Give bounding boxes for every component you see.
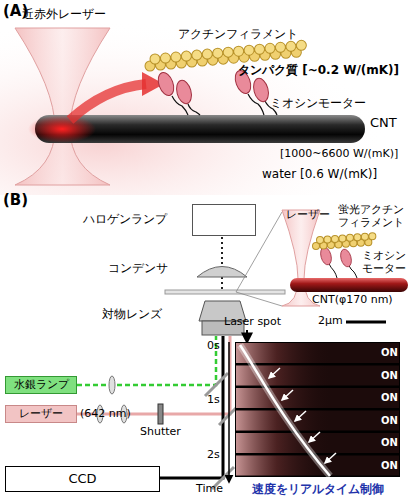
laser-spot-arrow — [246, 330, 248, 342]
kymograph — [235, 342, 400, 477]
scale-bar — [346, 321, 386, 324]
text-label: CNT(φ170 nm) — [312, 294, 393, 307]
inset-myosin-legs — [328, 262, 357, 278]
zoom-line — [236, 292, 282, 306]
text-label: レーザー — [286, 209, 330, 222]
halogen-path — [221, 237, 223, 292]
text-label: 1s — [207, 394, 220, 407]
time-axis — [228, 342, 230, 482]
text-label: 蛍光アクチン フィラメント — [338, 204, 408, 229]
text-label: ON — [381, 370, 398, 382]
filament-track-glow — [240, 345, 330, 476]
text-label: ミオシンモーター — [270, 97, 366, 111]
text-label: ON — [381, 415, 398, 427]
lamp-box: ハロゲンランプ — [192, 204, 256, 236]
lamp-box: 水銀ランプ — [5, 376, 77, 394]
laser-haze — [0, 20, 410, 195]
box-text: 水銀ランプ — [6, 379, 76, 392]
text-label: ミオシン モーター — [362, 250, 410, 275]
text-label: アクチンフィラメント — [178, 28, 298, 42]
box-text: レーザー — [6, 408, 76, 421]
text-label: ON — [381, 437, 398, 449]
condenser-lens — [197, 267, 247, 278]
box-text: CCD — [6, 472, 159, 487]
text-label: 2μm — [318, 315, 343, 328]
text-label: ON — [381, 347, 398, 359]
sample-slide — [165, 290, 285, 294]
text-label: 速度をリアルタイム制御 — [252, 483, 384, 497]
filament-track — [240, 345, 330, 476]
text-label: Time — [196, 483, 223, 496]
track-arrows — [269, 368, 336, 463]
laser-path — [77, 336, 230, 414]
box-text: (642 nm) — [80, 408, 131, 421]
text-label: Laser spot — [224, 316, 281, 329]
heat-arrow — [70, 84, 146, 120]
text-label: ON — [381, 392, 398, 404]
text-label: タンパク質 [~0.2 W/(mK)] — [238, 64, 399, 78]
laser-box: レーザー(642 nm) — [5, 405, 77, 423]
lens — [109, 376, 115, 394]
text-label: [1000~6600 W/(mK)] — [280, 148, 398, 161]
text-label: コンデンサ — [108, 262, 168, 276]
heat-spot — [28, 115, 96, 143]
inset-cnt — [290, 278, 408, 292]
camera-path — [160, 336, 223, 478]
text-label: ON — [381, 460, 398, 472]
text-label: 2s — [207, 449, 220, 462]
text-label: 対物レンズ — [102, 308, 162, 322]
text-label: CNT — [370, 116, 397, 131]
text-label: 0s — [207, 340, 220, 353]
text-label: Shutter — [140, 426, 181, 439]
dichroic-mirror — [205, 373, 228, 396]
shutter-symbol — [158, 404, 163, 424]
text-label: 近赤外レーザー — [22, 8, 106, 22]
actin-filament — [150, 45, 305, 66]
text-label: water [0.6 W/(mK)] — [262, 168, 377, 182]
box-text: ハロゲンランプ — [83, 213, 167, 227]
camera-box: CCD — [5, 466, 160, 492]
mercury-path — [77, 336, 216, 385]
text-label: (B) — [3, 192, 28, 209]
inset-actin — [316, 236, 376, 246]
kymograph-strips — [236, 343, 399, 476]
